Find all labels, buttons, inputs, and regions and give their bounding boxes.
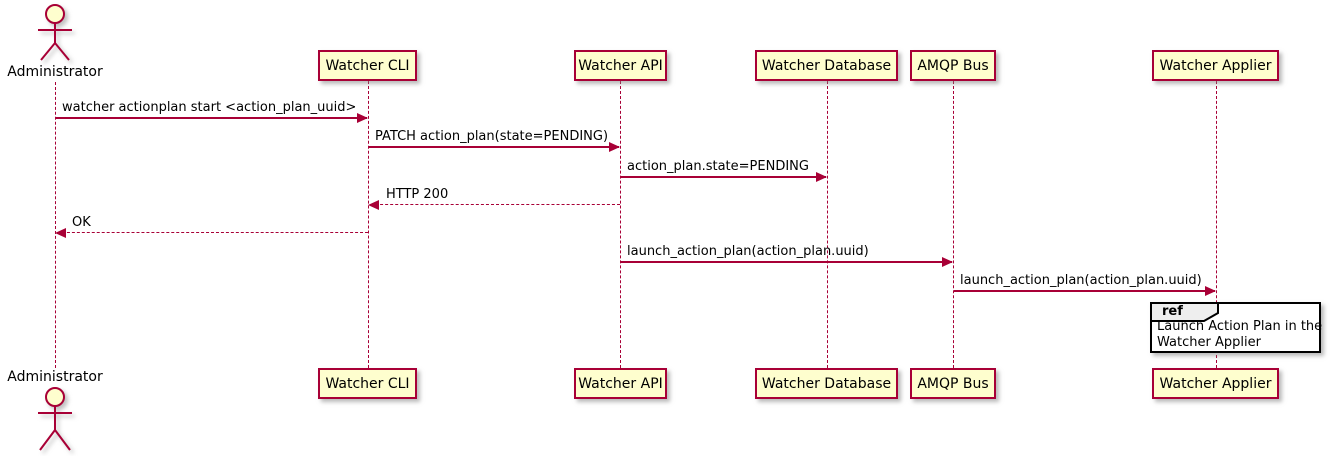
message-1-label: watcher actionplan start <action_plan_uu…: [62, 100, 357, 115]
message-4-label: HTTP 200: [386, 187, 449, 202]
ref-text-line-1: Launch Action Plan in the: [1157, 319, 1323, 334]
message-3-line: [621, 176, 826, 178]
arrowhead-right-icon: [942, 257, 953, 267]
message-7-line: [954, 290, 1215, 292]
participant-watcher-api-bottom: Watcher API: [574, 368, 667, 399]
ref-keyword: ref: [1162, 304, 1183, 319]
lifeline-amqp-bus: [953, 81, 954, 368]
participant-amqp-bus-bottom: AMQP Bus: [910, 368, 996, 399]
arrowhead-right-icon: [816, 172, 827, 182]
message-6-label: launch_action_plan(action_plan.uuid): [627, 244, 869, 259]
message-1-line: [56, 117, 367, 119]
administrator-actor-icon: [38, 4, 72, 61]
actor-label-administrator-top: Administrator: [7, 64, 103, 80]
message-3-label: action_plan.state=PENDING: [627, 159, 809, 174]
arrowhead-right-icon: [357, 113, 368, 123]
ref-tab-shape: [1150, 302, 1219, 322]
participant-watcher-api-top: Watcher API: [574, 50, 667, 81]
lifeline-administrator: [55, 82, 56, 368]
participant-watcher-cli-bottom: Watcher CLI: [318, 368, 417, 399]
participant-watcher-applier-top: Watcher Applier: [1152, 50, 1279, 81]
actor-label-administrator-bottom: Administrator: [7, 369, 103, 385]
message-2-label: PATCH action_plan(state=PENDING): [375, 129, 609, 144]
arrowhead-left-icon: [368, 200, 379, 210]
participant-watcher-database-top: Watcher Database: [755, 50, 898, 81]
arrowhead-left-icon: [55, 228, 66, 238]
lifeline-watcher-cli: [368, 81, 369, 368]
participant-watcher-database-bottom: Watcher Database: [755, 368, 898, 399]
message-2-line: [369, 146, 619, 148]
ref-fragment: ref Launch Action Plan in the Watcher Ap…: [1150, 302, 1323, 353]
arrowhead-right-icon: [609, 142, 620, 152]
participant-amqp-bus-top: AMQP Bus: [910, 50, 996, 81]
ref-text-line-2: Watcher Applier: [1157, 335, 1261, 350]
arrowhead-right-icon: [1205, 286, 1216, 296]
lifeline-watcher-database: [827, 81, 828, 368]
participant-watcher-cli-top: Watcher CLI: [318, 50, 417, 81]
message-5-line: [57, 232, 368, 233]
message-6-line: [621, 261, 952, 263]
lifeline-watcher-api: [620, 81, 621, 368]
participant-watcher-applier-bottom: Watcher Applier: [1152, 368, 1279, 399]
administrator-actor-icon: [38, 387, 72, 451]
message-7-label: launch_action_plan(action_plan.uuid): [960, 273, 1202, 288]
message-5-label: OK: [72, 215, 91, 230]
lifeline-watcher-applier: [1216, 81, 1217, 368]
message-4-line: [370, 204, 620, 205]
